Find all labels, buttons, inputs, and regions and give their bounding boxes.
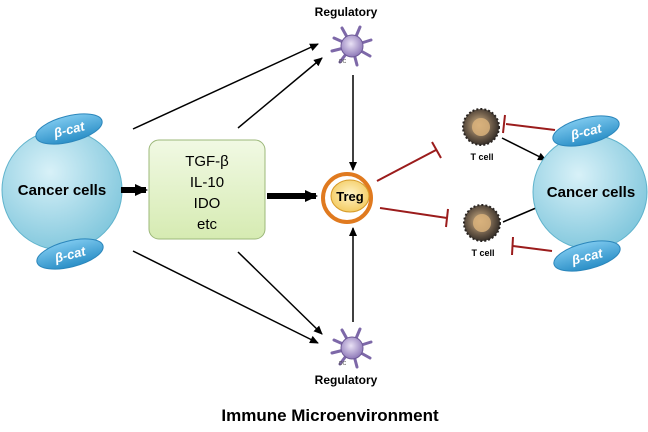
right-beta-cat-top: β-cat [552,115,620,147]
inhibition-lines [376,114,556,256]
right-beta-cat-bottom: β-cat [553,240,621,272]
regulatory-dc-top-label: Regulatory [315,5,378,19]
arrow-tumor-to-bottom-dc [132,250,319,344]
figure-caption: Immune Microenvironment [221,406,439,425]
t-cell-top: T cell [462,108,500,162]
regulatory-dc-bottom-label: Regulatory [315,373,378,387]
left-beta-cat-top: β-cat [35,113,103,145]
regulatory-dc-bottom: DC Regulatory [315,327,378,387]
inhibition-beta-cat-to-top-tcell [505,123,556,131]
t-cell-bottom-label: T cell [471,248,494,258]
cytokine-box: TGF-β IL-10 IDO etc [148,139,266,240]
arrows [121,43,547,344]
dendritic-cell-icon: DC [330,327,373,369]
right-cancer-cells-label: Cancer cells [547,184,635,201]
treg-body [330,179,370,213]
dendritic-cell-icon: DC [330,25,373,67]
arrow-cytokines-to-bottom-dc [237,251,323,335]
beta-cat-shape [552,115,620,147]
inhibition-bar [431,141,442,159]
cytokine-ido: IDO [194,195,221,212]
inhibition-bar [445,208,449,228]
t-cell-icon [462,108,500,146]
dc-tag: DC [339,361,347,367]
cytokine-box-shape [148,139,266,240]
treg-cell: Treg [321,172,373,224]
inhibition-bar [511,236,514,256]
cytokine-etc: etc [197,216,218,233]
t-cell-icon [463,204,501,242]
t-cell-top-label: T cell [470,152,493,162]
inhibition-treg-to-top-tcell [376,149,437,182]
dc-tag: DC [339,59,347,65]
t-cell-bottom: T cell [463,204,501,258]
arrow-cytokines-to-top-dc [237,57,323,129]
arrow-top-tcell-to-tumor [501,137,547,161]
beta-cat-shape [36,238,104,270]
left-beta-cat-bottom: β-cat [36,238,104,270]
cytokine-il-10: IL-10 [190,174,224,191]
treg-ring [321,172,373,224]
cytokine-tgf-beta: TGF-β [185,153,229,170]
arrow-tumor-to-top-dc [132,43,319,130]
treg-label: Treg [336,189,364,204]
inhibition-beta-cat-to-bottom-tcell [512,245,553,252]
beta-cat-shape [35,113,103,145]
left-tumor: Cancer cells β-cat β-cat [1,113,123,270]
regulatory-dc-top: Regulatory DC [315,5,378,67]
inhibition-treg-to-bottom-tcell [379,207,448,219]
right-tumor: Cancer cells β-cat β-cat [532,115,648,272]
left-cancer-cells-label: Cancer cells [18,182,106,199]
beta-cat-shape [553,240,621,272]
inhibition-bar [502,114,506,134]
